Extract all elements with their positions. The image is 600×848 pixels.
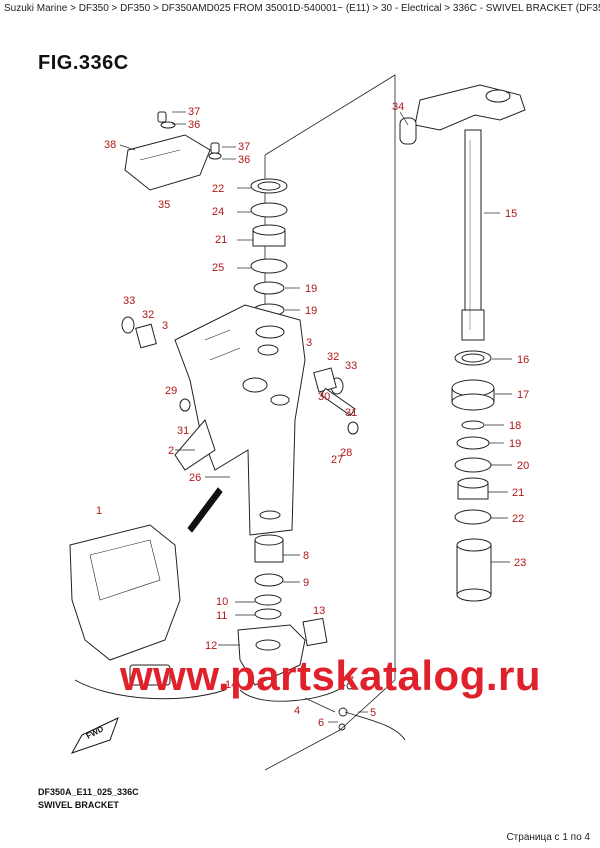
fwd-arrow-icon: FWD <box>70 717 119 754</box>
callout-label[interactable]: 3 <box>162 320 168 332</box>
callout-label[interactable]: 16 <box>517 354 529 366</box>
callout-label[interactable]: 24 <box>212 206 224 218</box>
callout-label[interactable]: 6 <box>318 717 324 729</box>
callout-label[interactable]: 26 <box>189 472 201 484</box>
callout-label[interactable]: 22 <box>512 513 524 525</box>
callout-label[interactable]: 38 <box>104 139 116 151</box>
center-ring-stack <box>250 178 288 317</box>
callout-label[interactable]: 36 <box>238 154 250 166</box>
breadcrumb[interactable]: Suzuki Marine > DF350 > DF350 > DF350AMD… <box>4 3 600 14</box>
callout-label[interactable]: 18 <box>509 420 521 432</box>
page-indicator: Страница с 1 по 4 <box>506 832 590 843</box>
callout-label[interactable]: 32 <box>327 351 339 363</box>
left-bushing-pins <box>121 316 359 435</box>
callout-label[interactable]: 3 <box>306 337 312 349</box>
callout-label[interactable]: 27 <box>331 454 343 466</box>
callout-label[interactable]: 22 <box>212 183 224 195</box>
callout-label[interactable]: 9 <box>303 577 309 589</box>
steering-shaft-part <box>399 84 526 341</box>
callout-label[interactable]: 7 <box>348 675 354 687</box>
callout-label[interactable]: 14 <box>225 679 237 691</box>
callout-label[interactable]: 30 <box>318 391 330 403</box>
callout-label[interactable]: 5 <box>370 707 376 719</box>
figure-title: FIG.336C <box>38 52 129 74</box>
swivel-bracket-body <box>174 304 306 536</box>
callout-label[interactable]: 31 <box>345 407 357 419</box>
callout-label[interactable]: 11 <box>216 610 227 622</box>
callout-label[interactable]: 37 <box>188 106 200 118</box>
callout-numbers: 37 36 38 37 36 35 34 15 22 24 21 25 19 1… <box>96 101 529 729</box>
callout-label[interactable]: 33 <box>345 360 357 372</box>
callout-label[interactable]: 4 <box>294 705 300 717</box>
callout-label[interactable]: 17 <box>517 389 529 401</box>
callout-label[interactable]: 36 <box>188 119 200 131</box>
callout-label[interactable]: 25 <box>212 262 224 274</box>
watermark: www.partskatalog.ru <box>120 652 542 699</box>
rubber-mount-part <box>124 111 222 191</box>
callout-label[interactable]: 23 <box>514 557 526 569</box>
callout-label[interactable]: 10 <box>216 596 228 608</box>
figure-code: DF350A_E11_025_336C <box>38 787 139 797</box>
callout-label[interactable]: 34 <box>392 101 404 113</box>
callout-label[interactable]: 19 <box>305 283 317 295</box>
right-ring-stack <box>451 350 495 602</box>
callout-label[interactable]: 20 <box>517 460 529 472</box>
sensor-harness <box>239 682 406 741</box>
callout-label[interactable]: 28 <box>340 447 352 459</box>
callout-label[interactable]: 19 <box>509 438 521 450</box>
callout-label[interactable]: 33 <box>123 295 135 307</box>
callout-label[interactable]: 21 <box>512 487 524 499</box>
figure-subtitle: SWIVEL BRACKET <box>38 800 119 810</box>
callout-label[interactable]: 21 <box>215 234 227 246</box>
clamp-bracket-assembly <box>69 524 226 700</box>
callout-label[interactable]: 13 <box>313 605 325 617</box>
callout-label[interactable]: 8 <box>303 550 309 562</box>
callout-label[interactable]: 31 <box>177 425 189 437</box>
detail-arrow <box>187 487 223 533</box>
callout-label[interactable]: 2 <box>168 445 174 457</box>
callout-label[interactable]: 29 <box>165 385 177 397</box>
callout-label[interactable]: 1 <box>96 505 102 517</box>
callout-label[interactable]: 12 <box>205 640 217 652</box>
callout-label[interactable]: 32 <box>142 309 154 321</box>
callout-label[interactable]: 35 <box>158 199 170 211</box>
leader-lines <box>119 111 512 723</box>
callout-label[interactable]: 15 <box>505 208 517 220</box>
callout-label[interactable]: 19 <box>305 305 317 317</box>
lower-parts <box>237 534 328 686</box>
callout-label[interactable]: 37 <box>238 141 250 153</box>
